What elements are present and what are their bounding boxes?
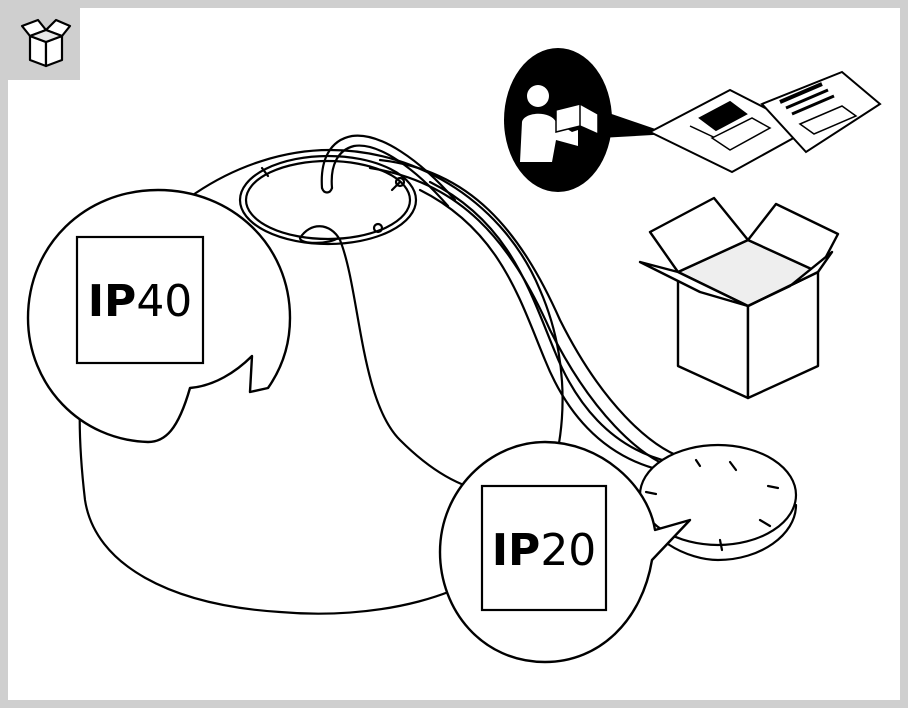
ip40-badge: IP40 — [26, 188, 292, 444]
person-reading-manual-icon — [504, 48, 670, 192]
open-box-icon — [638, 196, 840, 400]
ip40-prefix: IP — [88, 276, 137, 327]
ip40-rating: 40 — [136, 276, 192, 327]
svg-text:IP20: IP20 — [492, 525, 597, 576]
svg-text:IP40: IP40 — [88, 276, 193, 327]
ip20-badge: IP20 — [438, 440, 692, 664]
package-box-icon — [20, 18, 72, 68]
instruction-sheets-icon — [647, 70, 882, 174]
shade-top-opening — [238, 154, 418, 246]
corner-tab — [0, 0, 80, 80]
ip20-prefix: IP — [492, 525, 541, 576]
ip20-rating: 20 — [540, 525, 596, 576]
inner-cord — [298, 225, 492, 494]
